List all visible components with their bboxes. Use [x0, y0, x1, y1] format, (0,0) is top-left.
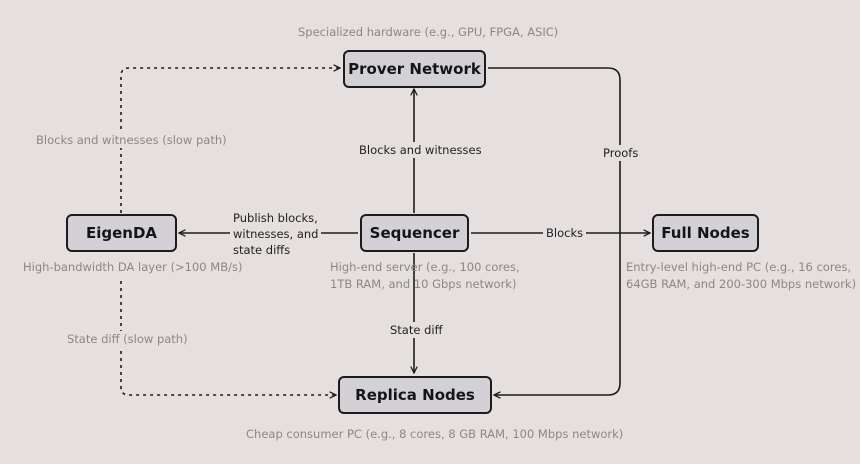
caption-sequencer: High-end server (e.g., 100 cores, 1TB RA… [330, 260, 520, 291]
node-full-nodes: Full Nodes [652, 214, 759, 252]
caption-full-nodes: Entry-level high-end PC (e.g., 16 cores,… [626, 260, 857, 291]
node-eigenda: EigenDA [66, 214, 177, 252]
caption-prover-network: Specialized hardware (e.g., GPU, FPGA, A… [298, 25, 559, 39]
label-proofs: Proofs [600, 145, 642, 161]
label-blocks-and-witnesses: Blocks and witnesses [356, 142, 485, 158]
node-replica-nodes: Replica Nodes [338, 376, 492, 414]
label-blocks-and-witnesses-slow: Blocks and witnesses (slow path) [33, 132, 230, 148]
label-state-diff: State diff [387, 322, 446, 338]
label-publish-blocks: Publish blocks, witnesses, and state dif… [230, 210, 322, 258]
label-state-diff-slow: State diff (slow path) [64, 331, 191, 347]
label-blocks: Blocks [543, 225, 587, 241]
edge-eigenda-to-prover-slow [120, 68, 340, 213]
edge-eigenda-to-replica-slow [120, 281, 336, 395]
caption-replica-nodes: Cheap consumer PC (e.g., 8 cores, 8 GB R… [246, 427, 624, 441]
caption-eigenda: High-bandwidth DA layer (>100 MB/s) [23, 260, 243, 274]
node-sequencer: Sequencer [360, 214, 469, 252]
node-prover-network: Prover Network [343, 50, 486, 88]
edge-proofs [488, 67, 621, 395]
